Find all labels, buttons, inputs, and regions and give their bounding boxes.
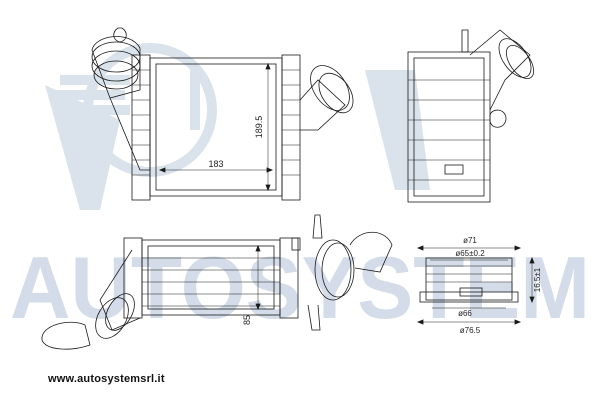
outlet-outer-diameter: ø71 (463, 236, 477, 245)
outlet-inner-diameter: ø66 (458, 309, 472, 318)
bottom-depth-dimension: 85 (242, 315, 252, 325)
bottom-view (41, 214, 393, 350)
watermark-logo-icon (45, 43, 430, 210)
front-view (91, 27, 354, 201)
watermark-brand: AUTOSYSTEM (10, 238, 590, 337)
outlet-mid-diameter: ø65±0.2 (455, 249, 485, 258)
website-url: www.autosystemsrl.it (48, 373, 165, 385)
outlet-base-diameter: ø76.5 (460, 326, 481, 335)
outlet-length-dimension: 16.5±1 (533, 267, 542, 292)
outlet-detail-view (416, 245, 535, 325)
front-width-dimension: 183 (208, 159, 223, 169)
front-height-dimension: 189.5 (254, 116, 264, 139)
side-view (407, 29, 535, 203)
